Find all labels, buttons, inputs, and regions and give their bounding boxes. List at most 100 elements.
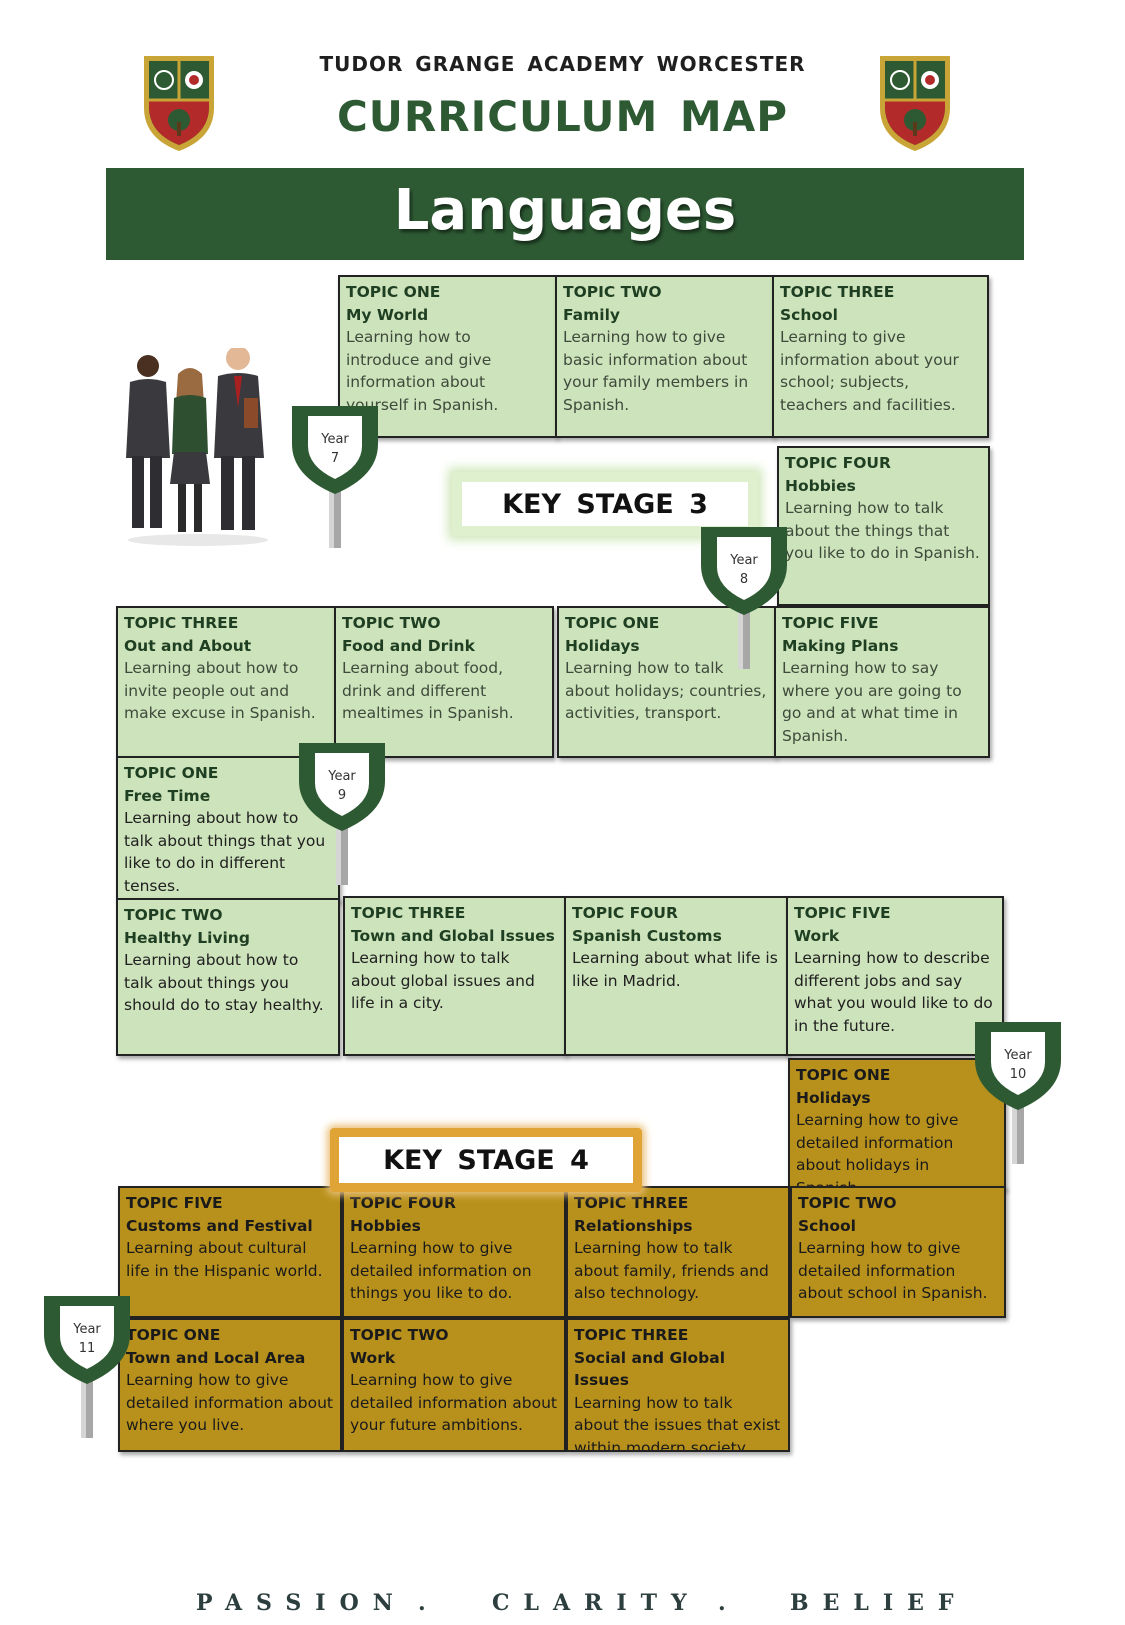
topic-title: Town and Global Issues: [351, 926, 555, 945]
year10-topic-three-card: TOPIC THREE Relationships Learning how t…: [566, 1186, 790, 1318]
motto-belief: BELIEF: [790, 1590, 968, 1616]
topic-number: TOPIC ONE: [565, 614, 660, 632]
topic-title: Healthy Living: [124, 928, 250, 947]
topic-title: Town and Local Area: [126, 1348, 306, 1367]
topic-title: Holidays: [796, 1088, 871, 1107]
topic-description: Learning how to talk about family, frien…: [574, 1239, 769, 1302]
topic-description: Learning about what life is like in Madr…: [572, 949, 778, 990]
year10-topic-two-card: TOPIC TWO School Learning how to give de…: [790, 1186, 1006, 1318]
year10-topic-one-card: TOPIC ONE Holidays Learning how to give …: [788, 1058, 1006, 1190]
topic-number: TOPIC TWO: [563, 283, 662, 301]
topic-title: Making Plans: [782, 636, 899, 655]
school-name: TUDOR GRANGE ACADEMY WORCESTER: [319, 52, 806, 76]
topic-title: School: [780, 305, 838, 324]
signpost-icon: [975, 1022, 1061, 1164]
year7-topic-four-card: TOPIC FOUR Hobbies Learning how to talk …: [777, 446, 990, 606]
topic-number: TOPIC FIVE: [126, 1194, 223, 1212]
year7-topic-five-card: TOPIC FIVE Making Plans Learning how to …: [774, 606, 990, 758]
topic-description: Learning how to talk about the things th…: [785, 499, 980, 562]
topic-title: Holidays: [565, 636, 640, 655]
topic-number: TOPIC FOUR: [572, 904, 678, 922]
topic-description: Learning about how to talk about things …: [124, 809, 326, 895]
year-7-signpost: Year 7: [290, 402, 380, 552]
topic-title: Free Time: [124, 786, 211, 805]
topic-number: TOPIC FIVE: [794, 904, 891, 922]
year10-topic-five-card: TOPIC FIVE Customs and Festival Learning…: [118, 1186, 342, 1318]
topic-description: Learning how to give detailed informatio…: [350, 1371, 557, 1434]
topic-description: Learning how to say where you are going …: [782, 659, 962, 745]
topic-number: TOPIC THREE: [124, 614, 239, 632]
year11-topic-two-card: TOPIC TWO Work Learning how to give deta…: [342, 1318, 566, 1452]
year11-topic-one-card: TOPIC ONE Town and Local Area Learning h…: [118, 1318, 342, 1452]
year-11-signpost: Year 11: [42, 1292, 132, 1442]
sign-year-number: 8: [739, 572, 749, 587]
topic-title: Work: [794, 926, 840, 945]
year10-topic-four-card: TOPIC FOUR Hobbies Learning how to give …: [342, 1186, 566, 1318]
crest-logo-right: [880, 56, 950, 151]
signpost-icon: [292, 406, 378, 548]
topic-number: TOPIC ONE: [126, 1326, 221, 1344]
year9-topic-five-card: TOPIC FIVE Work Learning how to describe…: [786, 896, 1004, 1056]
topic-title: Hobbies: [785, 476, 856, 495]
sign-year-word: Year: [328, 769, 356, 784]
topic-number: TOPIC TWO: [124, 906, 223, 924]
topic-number: TOPIC THREE: [780, 283, 895, 301]
year7-topic-three-card: TOPIC THREE School Learning to give info…: [772, 275, 989, 438]
year8-topic-three-card: TOPIC THREE Out and About Learning about…: [116, 606, 336, 758]
sign-year-number: 7: [330, 451, 340, 466]
topic-description: Learning how to give detailed informatio…: [796, 1111, 959, 1190]
topic-title: Out and About: [124, 636, 252, 655]
topic-description: Learning how to talk about global issues…: [351, 949, 535, 1012]
topic-description: Learning how to give basic information a…: [563, 328, 749, 414]
topic-number: TOPIC TWO: [798, 1194, 897, 1212]
year11-topic-three-card: TOPIC THREE Social and Global Issues Lea…: [566, 1318, 790, 1452]
year8-topic-two-card: TOPIC TWO Food and Drink Learning about …: [334, 606, 554, 758]
topic-title: Hobbies: [350, 1216, 421, 1235]
subject-banner: [106, 168, 1024, 260]
topic-number: TOPIC THREE: [574, 1194, 689, 1212]
topic-description: Learning how to describe different jobs …: [794, 949, 993, 1035]
topic-description: Learning about food, drink and different…: [342, 659, 514, 722]
year9-topic-four-card: TOPIC FOUR Spanish Customs Learning abou…: [564, 896, 788, 1056]
topic-title: School: [798, 1216, 856, 1235]
topic-title: Work: [350, 1348, 396, 1367]
signpost-icon: [701, 527, 787, 669]
topic-title: Social and Global Issues: [574, 1348, 726, 1390]
topic-description: Learning about cultural life in the Hisp…: [126, 1239, 323, 1280]
crest-logo-left: [144, 56, 214, 151]
sign-year-number: 11: [78, 1341, 96, 1356]
topic-number: TOPIC ONE: [346, 283, 441, 301]
topic-number: TOPIC ONE: [124, 764, 219, 782]
sign-year-number: 10: [1009, 1067, 1027, 1082]
topic-description: Learning how to give detailed informatio…: [350, 1239, 532, 1302]
sign-year-word: Year: [321, 432, 349, 447]
topic-description: Learning about how to invite people out …: [124, 659, 316, 722]
motto-passion: PASSION: [196, 1590, 407, 1616]
signpost-icon: [44, 1296, 130, 1438]
topic-number: TOPIC FOUR: [785, 454, 891, 472]
sign-year-word: Year: [73, 1322, 101, 1337]
topic-number: TOPIC TWO: [350, 1326, 449, 1344]
year7-topic-two-card: TOPIC TWO Family Learning how to give ba…: [555, 275, 774, 438]
topic-number: TOPIC ONE: [796, 1066, 891, 1084]
topic-title: Family: [563, 305, 621, 324]
students-teachers-illustration: [126, 348, 268, 546]
topic-description: Learning about how to talk about things …: [124, 951, 324, 1014]
topic-title: Relationships: [574, 1216, 693, 1235]
topic-title: Customs and Festival: [126, 1216, 313, 1235]
motto-separator: .: [718, 1590, 740, 1616]
year8-topic-one-card: TOPIC ONE Holidays Learning how to talk …: [557, 606, 776, 758]
motto-clarity: CLARITY: [492, 1590, 701, 1616]
topic-description: Learning how to talk about the issues th…: [574, 1393, 781, 1452]
signpost-icon: [299, 743, 385, 885]
year9-topic-three-card: TOPIC THREE Town and Global Issues Learn…: [343, 896, 566, 1056]
topic-number: TOPIC FOUR: [350, 1194, 456, 1212]
page-title: CURRICULUM MAP: [336, 92, 789, 141]
year7-topic-one-card: TOPIC ONE My World Learning how to intro…: [338, 275, 557, 438]
topic-description: Learning to give information about your …: [780, 328, 959, 414]
motto-separator: .: [418, 1590, 440, 1616]
topic-title: My World: [346, 305, 429, 324]
topic-description: Learning how to introduce and give infor…: [346, 328, 499, 414]
